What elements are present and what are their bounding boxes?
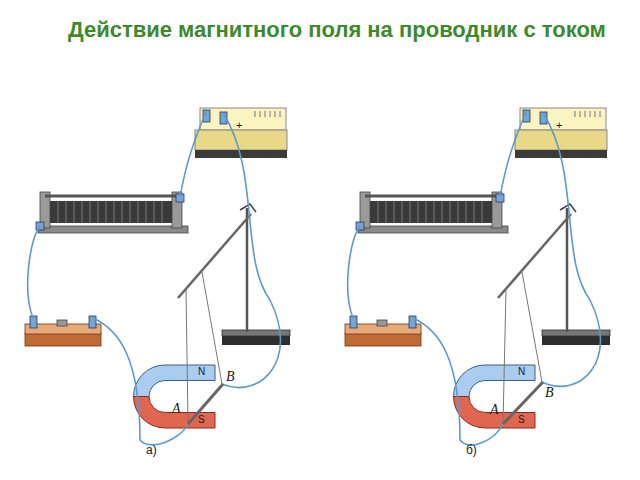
threads-a (186, 272, 222, 424)
wires-a (28, 112, 281, 445)
threads-b (503, 272, 542, 424)
conductor-b (503, 382, 543, 424)
pole-letter: N (518, 367, 525, 377)
figure-label: а) (146, 444, 157, 456)
point-letter: A (172, 402, 181, 416)
polarity-sign: + (556, 120, 562, 131)
figure-label: б) (466, 444, 477, 456)
pole-letter: N (198, 367, 205, 377)
wires-b (348, 112, 601, 445)
pole-letter: S (518, 415, 525, 425)
point-letter: B (545, 386, 554, 400)
slide-title: Действие магнитного поля на проводник с … (68, 16, 628, 45)
pole-letter: S (198, 415, 205, 425)
conductor-a (188, 384, 223, 424)
magnet-b (454, 365, 536, 428)
magnet-a (134, 365, 216, 428)
point-letter: A (490, 403, 499, 417)
point-letter: B (226, 370, 235, 384)
polarity-sign: + (236, 120, 242, 131)
